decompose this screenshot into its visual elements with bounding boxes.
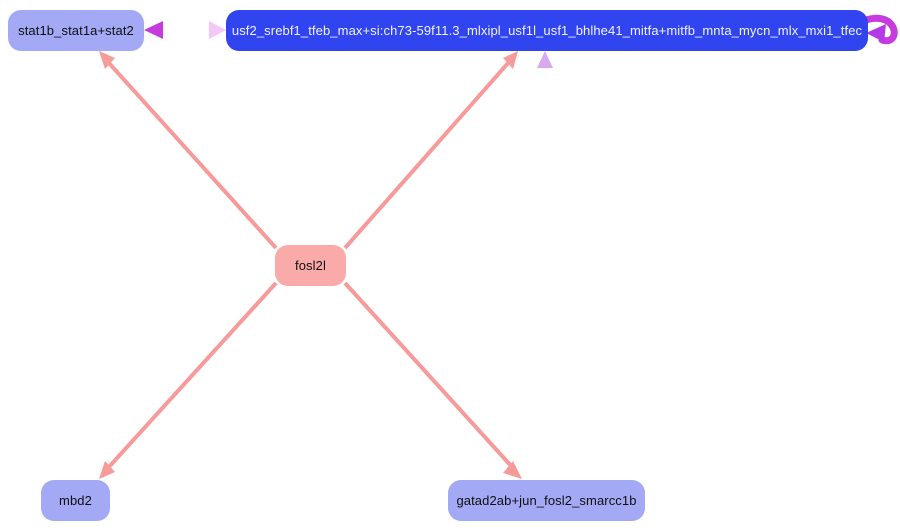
- node-label-mbd2: mbd2: [59, 493, 92, 508]
- graph-node-mbd2[interactable]: mbd2: [41, 480, 110, 521]
- graph-node-gatad2ab[interactable]: gatad2ab+jun_fosl2_smarcc1b: [448, 480, 645, 521]
- node-label-fosl2l: fosl2l: [295, 258, 326, 273]
- arrowhead-to-usf2-pink: [503, 51, 518, 69]
- edge-stat1b-usf2[interactable]: [144, 21, 226, 39]
- arrowhead-to-stat1b-pink: [99, 51, 115, 69]
- edge-gatad2ab-usf2[interactable]: [537, 51, 553, 478]
- graph-node-stat1b[interactable]: stat1b_stat1a+stat2: [8, 10, 144, 51]
- edge-fosl2l-usf2[interactable]: [343, 51, 518, 250]
- node-label-gatad2ab: gatad2ab+jun_fosl2_smarcc1b: [456, 493, 637, 508]
- graph-node-usf2[interactable]: usf2_srebf1_tfeb_max+si:ch73-59f11.3_mlx…: [226, 10, 868, 51]
- arrowhead-to-mbd2: [99, 461, 115, 479]
- edge-fosl2l-stat1b[interactable]: [99, 51, 278, 250]
- edge-fosl2l-gatad2ab[interactable]: [343, 281, 522, 479]
- arrowhead-to-usf2-violet: [537, 51, 553, 68]
- arrowhead-to-gatad2ab: [503, 461, 522, 479]
- node-label-stat1b: stat1b_stat1a+stat2: [18, 23, 134, 38]
- node-label-usf2: usf2_srebf1_tfeb_max+si:ch73-59f11.3_mlx…: [231, 23, 863, 38]
- edge-fosl2l-mbd2[interactable]: [99, 281, 278, 479]
- graph-node-fosl2l[interactable]: fosl2l: [275, 245, 346, 286]
- arrowhead-to-stat1b: [144, 21, 163, 39]
